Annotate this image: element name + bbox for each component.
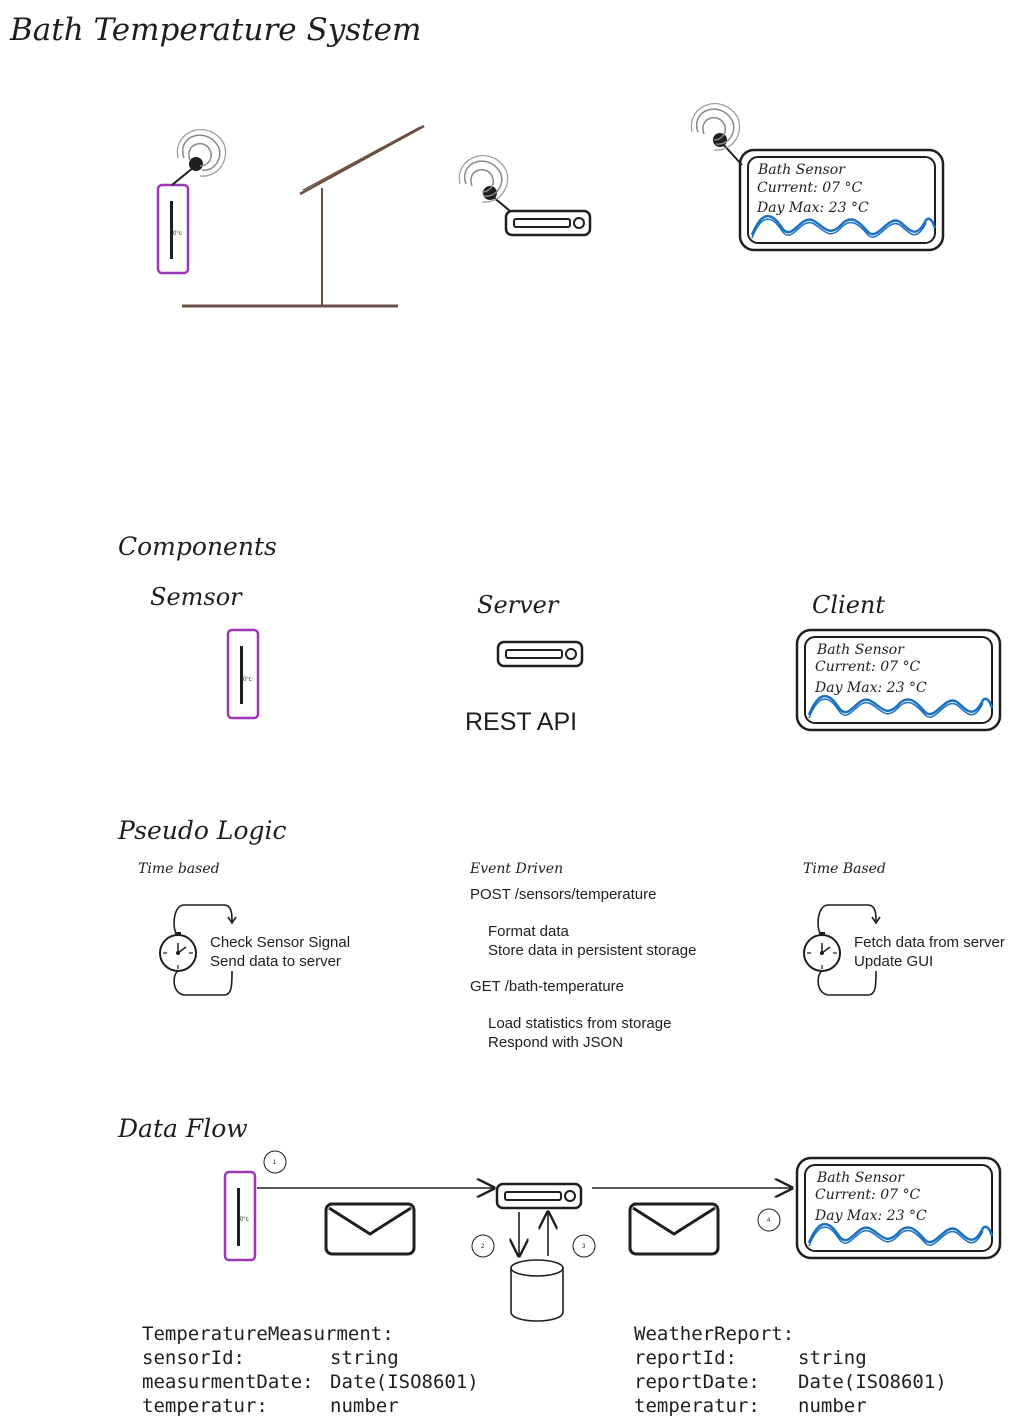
flow-client-line2: Current: 07 °C	[815, 1187, 920, 1203]
report-field-type: number	[798, 1395, 867, 1417]
report-model-name: WeatherReport:	[634, 1323, 795, 1345]
server-post-step-2: Store data in persistent storage	[488, 942, 697, 959]
measurement-field-type: string	[330, 1347, 399, 1369]
svg-text:2: 2	[481, 1244, 485, 1250]
client-screen-line2: Current: 07 °C	[757, 180, 862, 196]
data-flow-heading: Data Flow	[118, 1114, 248, 1143]
flow-client-icon: Bath Sensor Current: 07 °C Day Max: 23 °…	[795, 1156, 1002, 1260]
top-illustration: 0°c Bath Sensor Current: 07 °C Day Max: …	[156, 102, 945, 308]
envelope-icon	[628, 1202, 720, 1256]
page-title: Bath Temperature System	[10, 12, 422, 48]
server-mode-label: Event Driven	[470, 861, 564, 877]
server-get-endpoint: GET /bath-temperature	[470, 978, 624, 995]
sensor-temp-label: 0°c	[173, 231, 182, 237]
bath-frame-illustration	[182, 124, 425, 308]
component-client-line1: Bath Sensor	[816, 642, 905, 658]
component-client-line3: Day Max: 23 °C	[814, 680, 927, 696]
component-server-title: Server	[477, 591, 559, 619]
report-field-key: reportId:	[634, 1347, 737, 1369]
client-screen-line1: Bath Sensor	[757, 162, 846, 178]
measurement-field-key: temperatur:	[142, 1395, 268, 1417]
component-client-title: Client	[812, 591, 886, 619]
measurement-field-key: sensorId:	[142, 1347, 245, 1369]
report-field-key: temperatur:	[634, 1395, 760, 1417]
client-step-1: Fetch data from server	[854, 934, 1005, 951]
component-sensor-title: Semsor	[150, 583, 242, 611]
component-server-icon	[496, 640, 584, 668]
flow-server-icon	[495, 1182, 583, 1210]
components-graphics: 0°c Bath Sensor Current: 07 °C Day Max: …	[226, 628, 1002, 732]
flow-client-line1: Bath Sensor	[816, 1170, 905, 1186]
component-client-icon: Bath Sensor Current: 07 °C Day Max: 23 °…	[795, 628, 1002, 732]
component-client-line2: Current: 07 °C	[815, 659, 920, 675]
sensor-mode-label: Time based	[138, 861, 220, 877]
server-device-illustration	[458, 154, 592, 237]
measurement-model-name: TemperatureMeasurment:	[142, 1323, 394, 1345]
components-heading: Components	[118, 532, 277, 561]
flow-sensor-temp-label: 0°c	[240, 1217, 249, 1223]
client-mode-label: Time Based	[803, 861, 886, 877]
step-badge-4: 4	[757, 1208, 781, 1232]
pseudo-logic-heading: Pseudo Logic	[118, 816, 287, 845]
step-badge-1: 1	[263, 1150, 287, 1174]
step-badge-2: 2	[471, 1234, 495, 1258]
svg-text:3: 3	[582, 1244, 586, 1250]
measurement-field-key: measurmentDate:	[142, 1371, 314, 1393]
rest-api-label: REST API	[465, 708, 578, 736]
server-get-step-1: Load statistics from storage	[488, 1015, 672, 1032]
svg-text:4: 4	[767, 1218, 771, 1224]
component-sensor-temp-label: 0°c	[243, 677, 252, 683]
flow-sensor-icon: 0°c	[223, 1170, 257, 1262]
report-field-key: reportDate:	[634, 1371, 760, 1393]
sensor-step-1: Check Sensor Signal	[210, 934, 351, 951]
client-screen-line3: Day Max: 23 °C	[756, 200, 869, 216]
step-badge-3: 3	[572, 1234, 596, 1258]
sensor-device-illustration: 0°c	[156, 128, 227, 275]
client-step-2: Update GUI	[854, 953, 934, 970]
server-post-step-1: Format data	[488, 923, 569, 940]
report-field-type: string	[798, 1347, 867, 1369]
client-device-illustration: Bath Sensor Current: 07 °C Day Max: 23 °…	[690, 102, 945, 252]
svg-text:1: 1	[273, 1160, 277, 1166]
data-flow-graphics: 0°c Bath Sensor Current: 07 °C Day Max: …	[223, 1150, 1002, 1322]
flow-client-line3: Day Max: 23 °C	[814, 1208, 927, 1224]
envelope-icon	[324, 1202, 416, 1256]
measurement-field-type: Date(ISO8601)	[330, 1371, 479, 1393]
measurement-field-type: number	[330, 1395, 399, 1417]
report-field-type: Date(ISO8601)	[798, 1371, 947, 1393]
database-icon	[510, 1259, 564, 1322]
server-get-step-2: Respond with JSON	[488, 1034, 624, 1051]
component-sensor-icon: 0°c	[226, 628, 260, 720]
server-post-endpoint: POST /sensors/temperature	[470, 886, 657, 903]
sensor-step-2: Send data to server	[210, 953, 341, 970]
